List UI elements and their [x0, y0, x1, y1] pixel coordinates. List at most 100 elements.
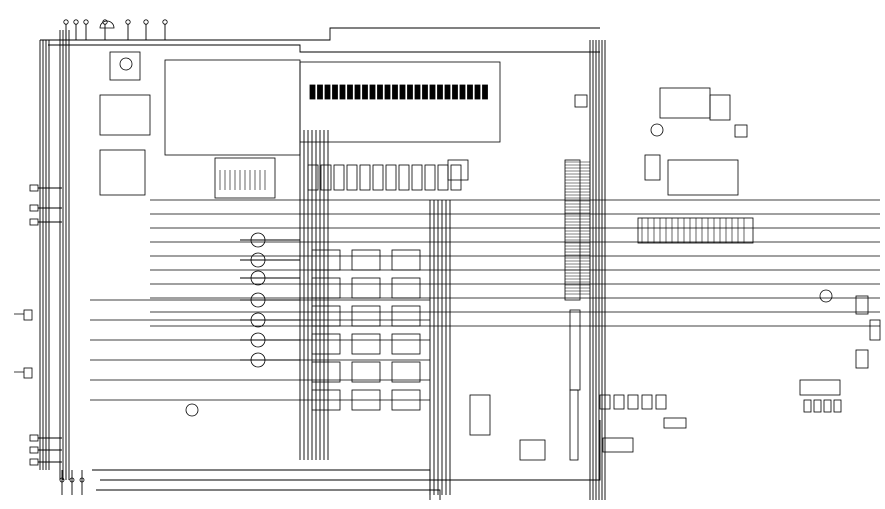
- lamp-left-upper: [23, 309, 33, 321]
- bottom-switch-4: [655, 394, 667, 410]
- relay-grid-4-0: [311, 361, 341, 383]
- bottom-relay: [663, 417, 687, 429]
- left-connector-2: [29, 218, 39, 226]
- relay-grid-2-1: [351, 305, 381, 327]
- lamp-3: [250, 292, 266, 308]
- bottom-switch-2: [627, 394, 639, 410]
- top-right-switch: [734, 124, 748, 138]
- relay-grid-3-0: [311, 333, 341, 355]
- relay-grid-0-0: [311, 249, 341, 271]
- lamp-5: [250, 332, 266, 348]
- fuse-15: [422, 84, 428, 100]
- bottom-mid-box: [519, 439, 546, 461]
- fuse-0: [309, 84, 316, 100]
- top-connector-4: [125, 19, 131, 25]
- fuse-21: [467, 84, 473, 100]
- fuse-12: [399, 84, 406, 100]
- fuse-rail-frame: [299, 61, 501, 143]
- fuse-13: [407, 84, 413, 100]
- switch-block: [99, 149, 146, 196]
- left-connector-3: [29, 434, 39, 442]
- right-connector-a: [855, 295, 869, 315]
- relay-grid-5-0: [311, 389, 341, 411]
- right-plug-3: [833, 399, 842, 413]
- wire-bundle-layer: [38, 24, 880, 500]
- relay-big: [447, 159, 469, 181]
- fuse-20: [459, 84, 466, 100]
- relay-mid-4: [359, 164, 371, 191]
- bottom-connector-0: [59, 477, 65, 483]
- connector-strip-mid: [569, 309, 581, 391]
- relay-grid-5-1: [351, 389, 381, 411]
- bottom-connector-1: [69, 477, 75, 483]
- relay-mid-3: [346, 164, 358, 191]
- wire-11: [92, 469, 431, 500]
- lamp-6: [250, 352, 266, 368]
- lamp-4: [250, 312, 266, 328]
- ignition-coil: [119, 57, 133, 71]
- fuse-5: [347, 84, 353, 100]
- relay-mid-9: [424, 164, 436, 191]
- connector-strip-upper: [564, 159, 581, 301]
- fuse-23: [482, 84, 488, 100]
- horn-symbol: [99, 20, 115, 29]
- relay-block: [99, 94, 151, 136]
- relay-mid-10: [437, 164, 449, 191]
- bottom-connector: [469, 394, 491, 436]
- top-connector-0: [63, 19, 69, 25]
- top-connector-6: [162, 19, 168, 25]
- top-right-relays: [659, 87, 711, 119]
- fuse-6: [354, 84, 361, 100]
- top-right-motor: [650, 123, 664, 137]
- fuse-3: [332, 84, 338, 100]
- relay-grid-2-2: [391, 305, 421, 327]
- relay-mid-7: [398, 164, 410, 191]
- wire-8: [40, 27, 600, 41]
- wire-12: [96, 489, 441, 500]
- relay-mid-0: [307, 164, 319, 191]
- relay-grid-3-2: [391, 333, 421, 355]
- relay-mid-6: [385, 164, 397, 191]
- wire-10: [100, 420, 601, 481]
- top-connector-5: [143, 19, 149, 25]
- right-board: [637, 217, 754, 244]
- left-connector-0: [29, 184, 39, 192]
- right-plug-2: [823, 399, 832, 413]
- relay-grid-3-1: [351, 333, 381, 355]
- ignition-module: [109, 51, 141, 81]
- fuse-10: [384, 84, 391, 100]
- left-connector-4: [29, 446, 39, 454]
- fuse-14: [414, 84, 421, 100]
- ground-marks: [14, 313, 24, 373]
- lamp-0: [250, 232, 266, 248]
- lamp-1: [250, 252, 266, 268]
- top-connector-2: [83, 19, 89, 25]
- left-connector-5: [29, 458, 39, 466]
- bottom-connector-2: [79, 477, 85, 483]
- lamp-left-lower: [23, 367, 33, 379]
- relay-grid-0-2: [391, 249, 421, 271]
- bottom-switch-1: [613, 394, 625, 410]
- connector-strip-lower: [569, 389, 579, 461]
- right-plug-row: [799, 379, 841, 396]
- relay-grid-4-1: [351, 361, 381, 383]
- right-connector-c: [869, 319, 881, 341]
- relay-mid-5: [372, 164, 384, 191]
- fuse-board: [164, 59, 301, 156]
- top-right-sensor: [574, 94, 588, 108]
- relay-grid-2-0: [311, 305, 341, 327]
- fuse-4: [339, 84, 346, 100]
- ecu-block: [214, 157, 276, 199]
- bottom-switch-0: [599, 394, 611, 410]
- bottom-switch-3: [641, 394, 653, 410]
- fuse-2: [324, 84, 331, 100]
- fuse-8: [369, 84, 376, 100]
- fuse-19: [452, 84, 458, 100]
- side-unit: [644, 154, 661, 181]
- fuse-9: [377, 84, 383, 100]
- right-plug-1: [813, 399, 822, 413]
- right-connector-b: [855, 349, 869, 369]
- gauge-circle: [185, 403, 199, 417]
- dash-unit: [667, 159, 739, 196]
